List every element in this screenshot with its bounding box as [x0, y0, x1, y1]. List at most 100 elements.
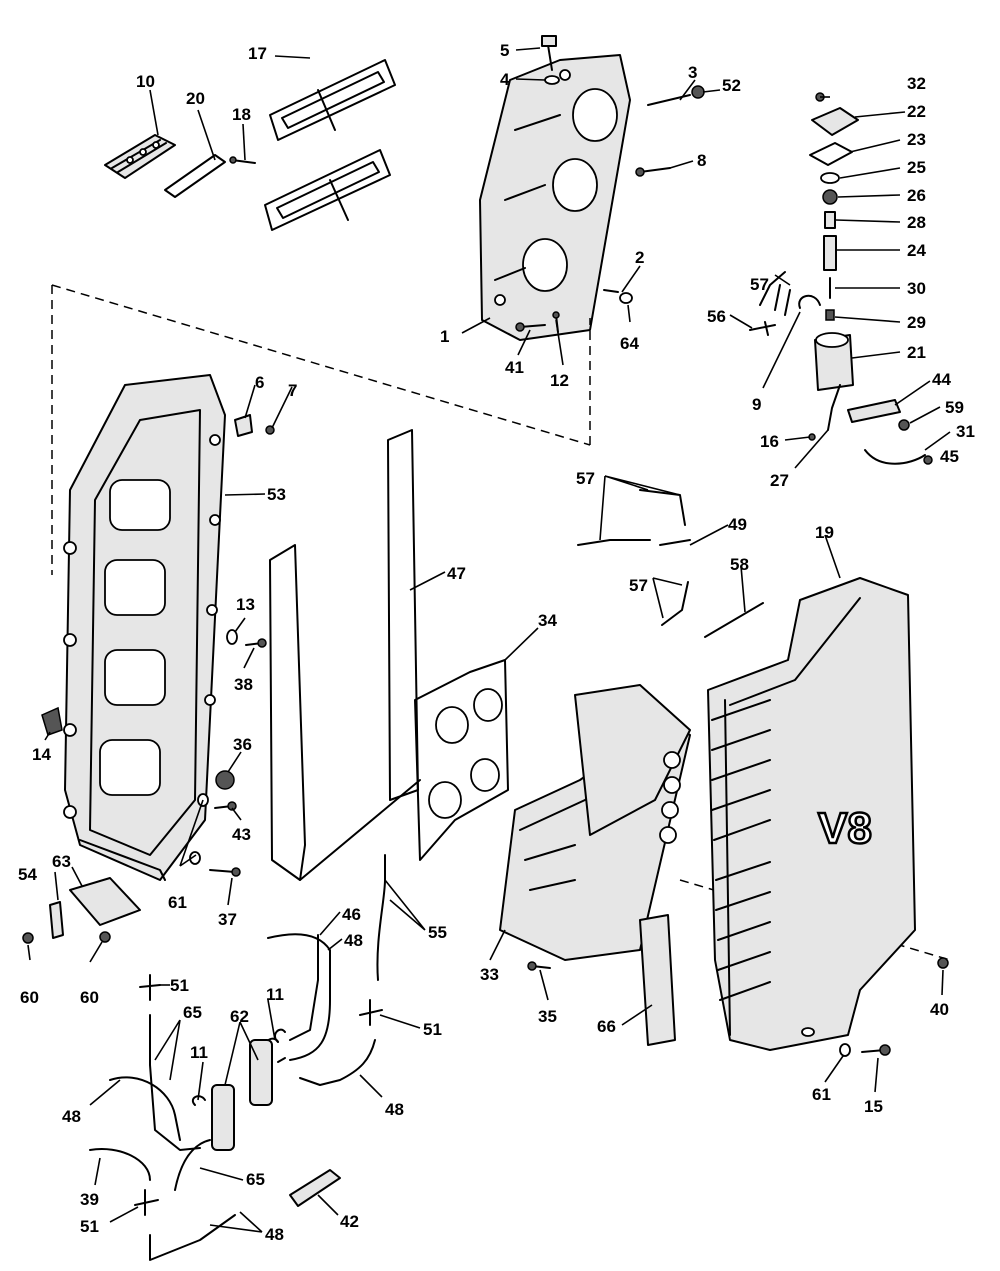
callout-16: 16 — [760, 432, 779, 451]
callout-43: 43 — [232, 825, 251, 844]
sleeve-42-part — [289, 1169, 341, 1207]
callout-35: 35 — [538, 1007, 557, 1026]
callout-65b: 65 — [246, 1170, 265, 1189]
callout-5: 5 — [500, 41, 509, 60]
screw-18-part — [229, 156, 256, 164]
callout-31: 31 — [956, 422, 975, 441]
callout-48b: 48 — [62, 1107, 81, 1126]
callout-61b: 61 — [812, 1085, 831, 1104]
callout-24: 24 — [907, 241, 926, 260]
leader-lines — [27, 47, 951, 1233]
hose-57-part — [759, 271, 791, 316]
callout-37: 37 — [218, 910, 237, 929]
callout-21: 21 — [907, 343, 926, 362]
callout-62: 62 — [230, 1007, 249, 1026]
screw-40-part — [937, 957, 949, 969]
screws-60-part — [22, 931, 111, 944]
callout-54: 54 — [18, 865, 37, 884]
bracket-44-part — [847, 399, 901, 423]
callout-48d: 48 — [265, 1225, 284, 1244]
callout-17: 17 — [248, 44, 267, 63]
screw-38-part — [245, 638, 267, 648]
screw-43-part — [214, 801, 237, 811]
callout-2: 2 — [635, 248, 644, 267]
screw-8-part — [635, 167, 671, 177]
callout-9: 9 — [752, 395, 761, 414]
plate-gasket-part — [269, 429, 421, 881]
callout-48a: 48 — [344, 931, 363, 950]
grommet-36-part — [215, 770, 235, 790]
callout-59: 59 — [945, 398, 964, 417]
callout-1: 1 — [440, 327, 449, 346]
callout-32: 32 — [907, 74, 926, 93]
callout-26: 26 — [907, 186, 926, 205]
callout-45: 45 — [940, 447, 959, 466]
screw-37-part — [209, 867, 241, 877]
callout-11a: 11 — [266, 985, 284, 1004]
callout-15: 15 — [864, 1097, 883, 1116]
callout-51b: 51 — [423, 1020, 442, 1039]
callout-18: 18 — [232, 105, 251, 124]
callout-3: 3 — [688, 63, 697, 82]
filters-62-part — [211, 1039, 273, 1151]
callout-27: 27 — [770, 471, 789, 490]
callout-57a: 57 — [750, 275, 769, 294]
silencer-cover-part — [707, 577, 916, 1051]
callout-58: 58 — [730, 555, 749, 574]
callout-46: 46 — [342, 905, 361, 924]
screw-45-part — [923, 455, 933, 465]
callout-12: 12 — [550, 371, 569, 390]
washers-61-part — [189, 793, 209, 865]
nut-52-part — [691, 85, 705, 99]
hoses-65-48-lower-part — [89, 1014, 236, 1261]
fitting-56-part — [749, 321, 776, 336]
callout-11b: 11 — [190, 1043, 208, 1062]
callout-51c: 51 — [80, 1217, 99, 1236]
callout-7: 7 — [288, 381, 297, 400]
callout-19: 19 — [815, 523, 834, 542]
callout-40: 40 — [930, 1000, 949, 1019]
callout-20: 20 — [186, 89, 205, 108]
bracket-54-part — [49, 901, 64, 939]
reed-gasket-part — [164, 154, 226, 198]
callout-30: 30 — [907, 279, 926, 298]
callout-8: 8 — [697, 151, 706, 170]
brand-badge: V8 — [818, 804, 872, 853]
callout-57c: 57 — [629, 576, 648, 595]
callout-28: 28 — [907, 213, 926, 232]
callout-61a: 61 — [168, 893, 187, 912]
primer-solenoid-stack-part — [809, 92, 859, 431]
callout-22: 22 — [907, 102, 926, 121]
stud-3-part — [647, 94, 691, 106]
callout-42: 42 — [340, 1212, 359, 1231]
callout-10: 10 — [136, 72, 155, 91]
reed-block-part — [104, 134, 176, 179]
hoses-46-48-55-part — [267, 854, 386, 1086]
callout-34: 34 — [538, 611, 557, 630]
callout-13: 13 — [236, 595, 255, 614]
nut-59-part — [898, 419, 910, 431]
callout-6: 6 — [255, 373, 264, 392]
callout-25: 25 — [907, 158, 926, 177]
callout-labels: 1 2 3 4 5 6 7 8 9 10 11 11 12 13 14 15 1… — [18, 41, 975, 1244]
grommet-14-part — [41, 706, 63, 736]
callout-49: 49 — [728, 515, 747, 534]
bolt-5-part — [541, 35, 557, 71]
callout-56: 56 — [707, 307, 726, 326]
callout-51a: 51 — [170, 976, 189, 995]
callout-55: 55 — [428, 923, 447, 942]
callout-52: 52 — [722, 76, 741, 95]
callout-60b: 60 — [80, 988, 99, 1007]
intake-gasket-pair-part — [264, 59, 396, 231]
lead-31-part — [864, 449, 926, 465]
callout-36: 36 — [233, 735, 252, 754]
bracket-63-part — [69, 877, 141, 926]
fittings-51-part — [134, 974, 383, 1216]
strap-66-part — [639, 914, 676, 1046]
clip-6-part — [234, 414, 253, 437]
callout-60a: 60 — [20, 988, 39, 1007]
callout-53: 53 — [267, 485, 286, 504]
screw-15-part — [861, 1044, 891, 1056]
callout-57b: 57 — [576, 469, 595, 488]
